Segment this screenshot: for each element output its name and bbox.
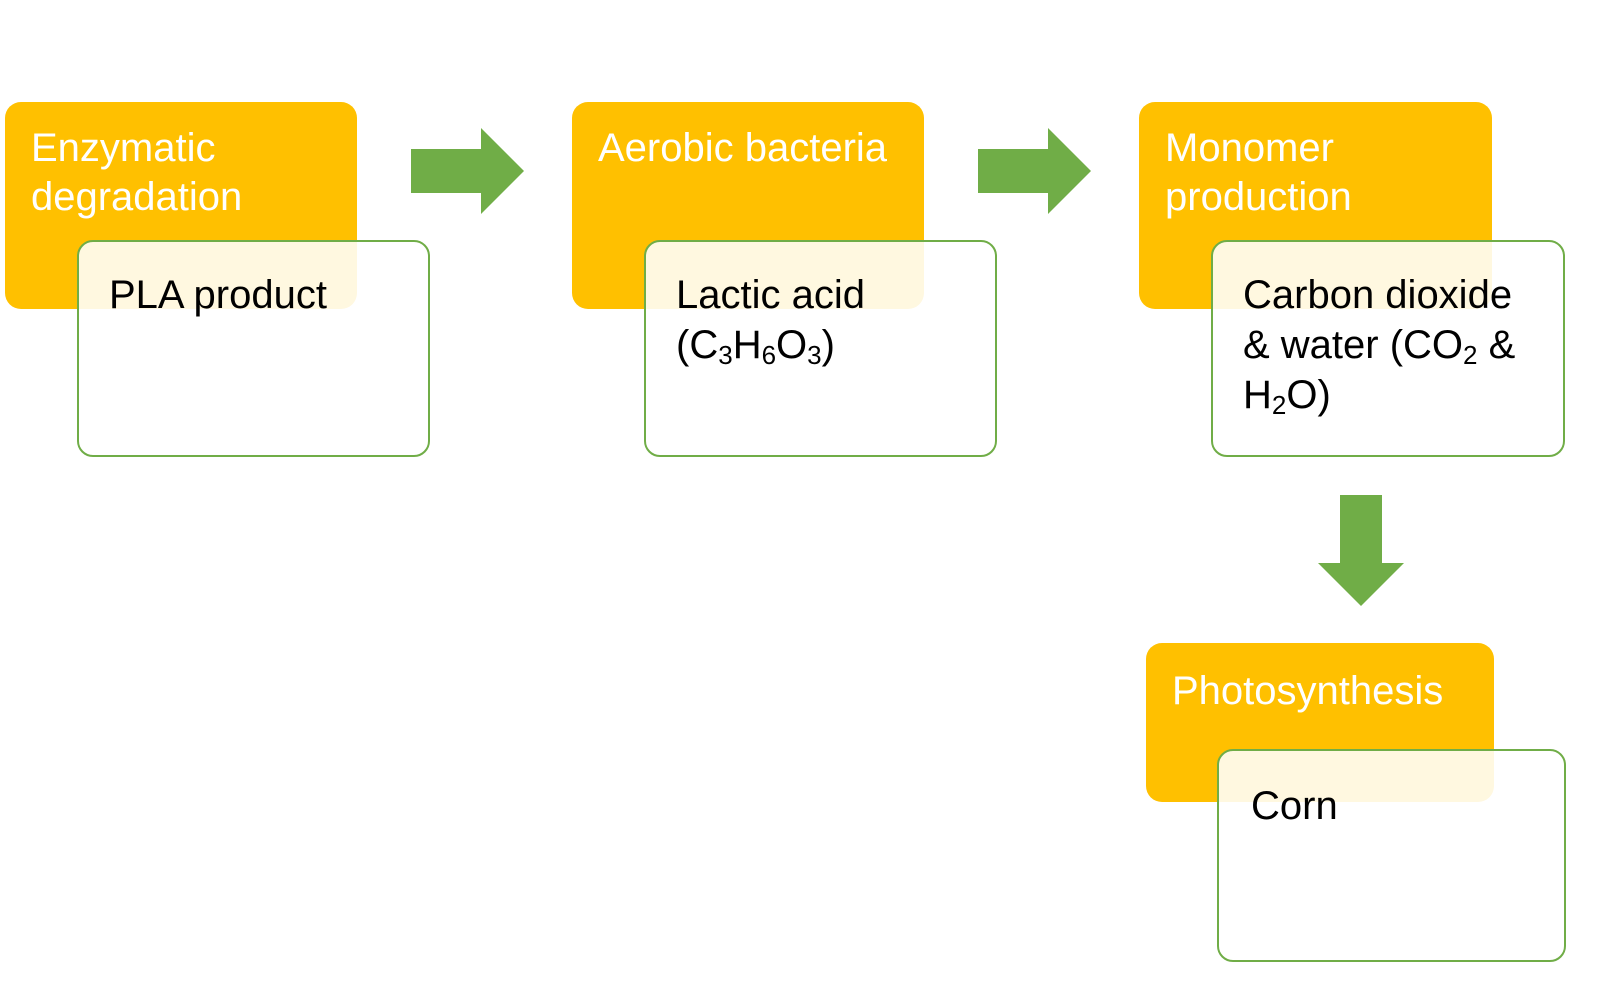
- item-text: H: [732, 323, 762, 367]
- stage-label: Aerobic bacteria: [598, 126, 888, 170]
- subscript: 3: [718, 340, 733, 370]
- item-text: ): [821, 323, 835, 367]
- item-text: O): [1286, 373, 1331, 417]
- item-text: Corn: [1251, 784, 1338, 828]
- stage-label: Monomer production: [1165, 126, 1352, 219]
- arrow-shape: [411, 128, 524, 214]
- stage-label: Enzymatic degradation: [31, 126, 243, 219]
- item-text: C: [689, 323, 719, 367]
- item-box-lactic-acid: Lactic acid (C3H6O3): [644, 240, 997, 457]
- arrow-shape: [978, 128, 1091, 214]
- item-text: Lactic acid (: [676, 273, 865, 367]
- arrow-down-icon: [1318, 495, 1404, 606]
- subscript: 2: [1463, 340, 1478, 370]
- item-text: & H: [1243, 323, 1516, 417]
- item-box-carbon-dioxide-water: Carbon dioxide & water (CO2 & H2O): [1211, 240, 1565, 457]
- subscript: 6: [761, 340, 777, 370]
- stage-label: Photosynthesis: [1172, 669, 1444, 713]
- item-text: O: [776, 323, 808, 367]
- item-text: Carbon dioxide & water (CO: [1243, 273, 1513, 367]
- item-text: PLA product: [109, 273, 327, 317]
- arrow-right-icon: [411, 128, 524, 214]
- item-box-pla-product: PLA product: [77, 240, 430, 457]
- item-box-corn: Corn: [1217, 749, 1566, 962]
- subscript: 3: [807, 340, 822, 370]
- arrow-shape: [1318, 495, 1404, 606]
- subscript: 2: [1271, 390, 1287, 420]
- arrow-right-icon: [978, 128, 1091, 214]
